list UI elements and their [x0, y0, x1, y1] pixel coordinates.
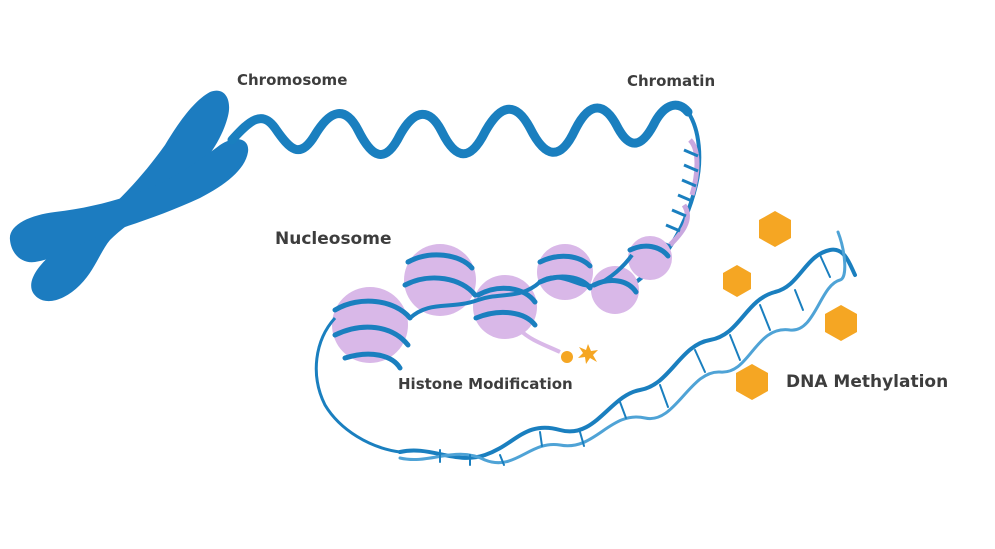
label-chromatin: Chromatin [627, 72, 716, 90]
chromatin-fiber [227, 100, 693, 159]
label-histone-modification: Histone Modification [398, 375, 573, 393]
histone-tail-marker [518, 328, 561, 354]
chromatin-fiber [314, 316, 401, 454]
histone-tail-marker [561, 351, 573, 363]
chromatin-fiber [668, 138, 700, 247]
label-chromosome: Chromosome [237, 71, 348, 89]
label-dna-methylation: DNA Methylation [786, 372, 949, 392]
chromatin-fiber [408, 253, 634, 320]
chromosome-icon [9, 90, 249, 302]
dna-double-helix [398, 230, 857, 466]
label-nucleosome: Nucleosome [275, 229, 392, 249]
methyl-group-hexagon [723, 211, 857, 400]
nucleosome-bead [332, 236, 672, 363]
histone-tail-marker [578, 344, 598, 364]
